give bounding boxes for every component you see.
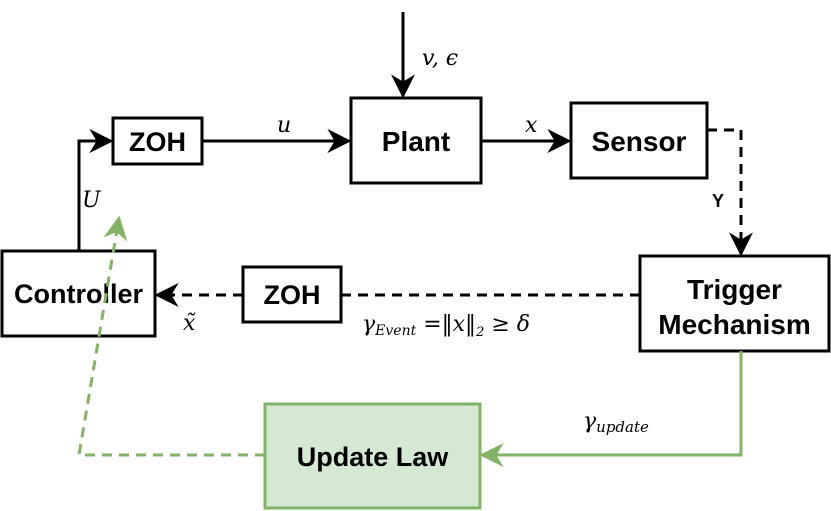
trigger-label-line2: Mechanism [658,309,811,340]
update-to-controller-dashed [77,215,265,457]
controller-block: Controller [0,249,157,338]
update-law-label: Update Law [297,442,450,472]
U-label: U [82,188,102,213]
U-arrow [77,129,114,251]
y-label: Y [712,191,724,211]
zoh-top-label: ZOH [129,127,186,157]
gamma-update-label: γupdate [583,409,649,436]
sensor-label: Sensor [592,126,687,157]
update-law-block: Update Law [263,402,482,510]
gamma-update-arrow [479,351,743,467]
u-label: u [277,113,291,138]
gamma-event-label: γEvent =‖x‖2 ≥ δ [362,312,530,340]
zoh-mid-label: ZOH [264,280,321,310]
plant-label: Plant [382,126,450,157]
disturbance-label: v, ϵ [422,46,458,71]
trigger-mechanism-block: Trigger Mechanism [638,254,831,353]
x-label: x [525,113,538,138]
y-dashed-arrow [707,128,753,257]
controller-label: Controller [14,279,143,309]
trigger-label-line1: Trigger [687,274,782,305]
x-tilde-label: x̃ [183,311,196,336]
plant-block: Plant [349,96,483,185]
zoh-top-block: ZOH [111,116,204,166]
sensor-block: Sensor [569,101,709,180]
zoh-mid-block: ZOH [241,265,343,324]
